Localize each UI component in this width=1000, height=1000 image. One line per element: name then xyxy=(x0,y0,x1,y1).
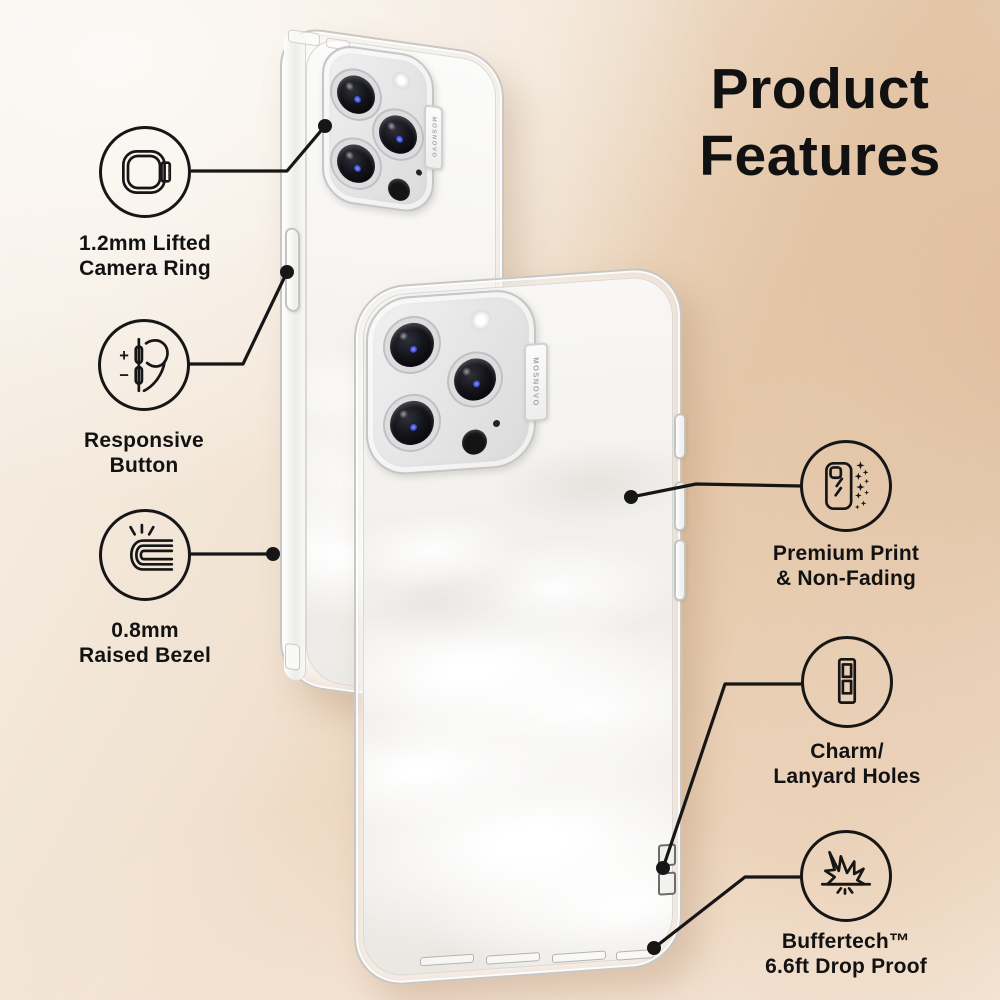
drop-proof-icon xyxy=(820,850,872,895)
lanyard-hole xyxy=(658,871,676,896)
feature-label-premium-print: Premium Print & Non-Fading xyxy=(772,542,920,590)
case-side-rail xyxy=(284,30,306,682)
brand-text: MOSNOVO xyxy=(167,165,171,182)
brand-tab: MOSNOVO xyxy=(424,104,443,171)
action-button xyxy=(674,412,686,460)
side-button xyxy=(285,226,300,313)
feature-label-lanyard-holes: Charm/ Lanyard Holes xyxy=(773,740,921,788)
feature-circle-lanyard-holes xyxy=(801,636,893,728)
bottom-rail-cutout xyxy=(285,642,300,671)
feature-circle-premium-print xyxy=(800,440,892,532)
camera-lens xyxy=(390,399,434,447)
camera-lens xyxy=(390,321,434,369)
raised-bezel-icon xyxy=(129,523,174,571)
lidar-sensor xyxy=(388,177,410,203)
brand-text: MOSNOVO xyxy=(430,116,437,159)
camera-module: MOSNOVO xyxy=(366,287,548,478)
plus-glyph: + xyxy=(119,347,129,365)
mic-hole xyxy=(416,169,422,176)
feature-label-camera-ring: 1.2mm Lifted Camera Ring xyxy=(79,232,211,280)
sparkle-stars xyxy=(854,461,870,510)
feature-circle-raised-bezel xyxy=(99,509,191,601)
flash xyxy=(470,308,492,332)
feature-label-raised-bezel: 0.8mm Raised Bezel xyxy=(79,619,211,667)
brand-text: MOSNOVO xyxy=(531,357,541,408)
lanyard-hole xyxy=(658,843,676,867)
connector-responsive-button xyxy=(188,271,289,366)
title-line-2: Features xyxy=(699,124,941,188)
feature-circle-responsive-button: + − xyxy=(98,319,190,411)
camera-lens xyxy=(337,142,375,186)
volume-up-button xyxy=(674,480,686,532)
lidar-sensor xyxy=(462,428,487,456)
page-title: Product Features xyxy=(630,56,1000,190)
feature-circle-camera-ring: MOSNOVO xyxy=(99,126,191,218)
volume-down-button xyxy=(674,538,686,602)
camera-lens xyxy=(337,73,375,117)
camera-ring-icon: MOSNOVO xyxy=(122,150,171,194)
phone-case-front: MOSNOVO xyxy=(354,265,686,989)
lanyard-holes-icon xyxy=(837,657,857,704)
mic-hole xyxy=(493,419,500,428)
feature-circle-drop-proof xyxy=(800,830,892,922)
title-line-1: Product xyxy=(710,57,930,121)
minus-glyph: − xyxy=(119,366,129,384)
camera-lens xyxy=(379,112,417,157)
feature-label-drop-proof: Buffertech™ 6.6ft Drop Proof xyxy=(765,930,927,978)
brand-tab: MOSNOVO xyxy=(524,342,548,423)
feature-label-responsive-button: Responsive Button xyxy=(84,429,204,477)
camera-module: MOSNOVO xyxy=(322,41,443,216)
premium-print-icon xyxy=(825,461,870,511)
connector-dot xyxy=(266,547,280,561)
responsive-button-icon: + − xyxy=(119,337,169,393)
camera-lens xyxy=(454,357,496,403)
flash xyxy=(392,69,411,92)
